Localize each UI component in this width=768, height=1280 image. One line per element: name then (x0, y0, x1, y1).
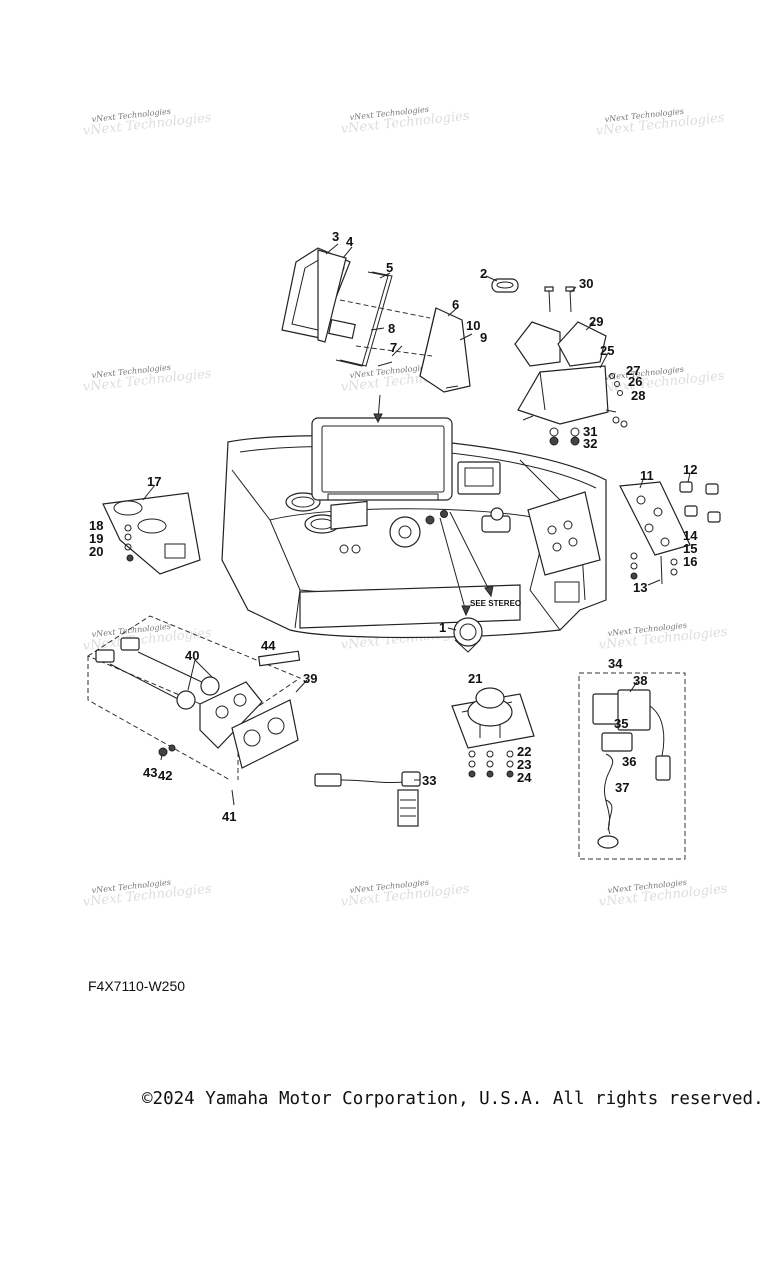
callout-12: 12 (683, 462, 697, 477)
callout-40: 40 (185, 648, 199, 663)
callout-43: 43 (143, 765, 157, 780)
dashboard-console (221, 417, 607, 639)
callout-33: 33 (422, 773, 436, 788)
part-33-harness (314, 771, 421, 827)
callout-25: 25 (600, 343, 614, 358)
callout-31: 31 (583, 424, 597, 439)
callout-1: 1 (439, 620, 446, 635)
lanyard-switch-group (578, 672, 686, 860)
callout-28: 28 (631, 388, 645, 403)
bracket-assembly (514, 286, 628, 446)
usb-switch-group (86, 615, 302, 806)
callout-36: 36 (622, 754, 636, 769)
callout-3: 3 (332, 229, 339, 244)
callout-34: 34 (608, 656, 623, 671)
diagram-part-code: F4X7110-W250 (88, 978, 186, 994)
callout-10: 10 (466, 318, 480, 333)
callout-labels: 3 4 5 6 10 9 8 7 2 30 29 25 27 26 28 31 … (89, 229, 698, 824)
callout-20: 20 (89, 544, 103, 559)
leader-lines (142, 243, 691, 781)
callout-21: 21 (468, 671, 482, 686)
callout-26: 26 (628, 374, 642, 389)
display-screen (311, 417, 453, 501)
callout-6: 6 (452, 297, 459, 312)
callout-30: 30 (579, 276, 593, 291)
callout-27: 27 (626, 363, 640, 378)
callout-4: 4 (346, 234, 354, 249)
callout-41: 41 (222, 809, 236, 824)
callout-32: 32 (583, 436, 597, 451)
callout-7: 7 (390, 340, 397, 355)
callout-23: 23 (517, 757, 531, 772)
see-stereo-note: SEE STEREO (470, 599, 521, 608)
callout-44: 44 (261, 638, 276, 653)
callout-15: 15 (683, 541, 697, 556)
part-44-label (257, 650, 301, 667)
callout-17: 17 (147, 474, 161, 489)
callout-39: 39 (303, 671, 317, 686)
callout-18: 18 (89, 518, 103, 533)
callout-38: 38 (633, 673, 647, 688)
callout-22: 22 (517, 744, 531, 759)
part-21-joystick (451, 687, 535, 778)
left-panel-17 (102, 492, 201, 575)
callout-37: 37 (615, 780, 629, 795)
callout-24: 24 (517, 770, 532, 785)
callout-13: 13 (633, 580, 647, 595)
callout-16: 16 (683, 554, 697, 569)
right-panel-11 (619, 481, 721, 585)
callout-14: 14 (683, 528, 698, 543)
callout-8: 8 (388, 321, 395, 336)
copyright-notice: ©2024 Yamaha Motor Corporation, U.S.A. A… (142, 1089, 764, 1109)
callout-35: 35 (614, 716, 628, 731)
callout-9: 9 (480, 330, 487, 345)
callout-42: 42 (158, 768, 172, 783)
callout-29: 29 (589, 314, 603, 329)
callout-11: 11 (640, 468, 654, 483)
callout-5: 5 (386, 260, 393, 275)
callout-2: 2 (480, 266, 487, 281)
part-1-socket (439, 511, 494, 653)
gauge-assembly (281, 247, 473, 393)
callout-19: 19 (89, 531, 103, 546)
part-2-cap (491, 278, 519, 293)
